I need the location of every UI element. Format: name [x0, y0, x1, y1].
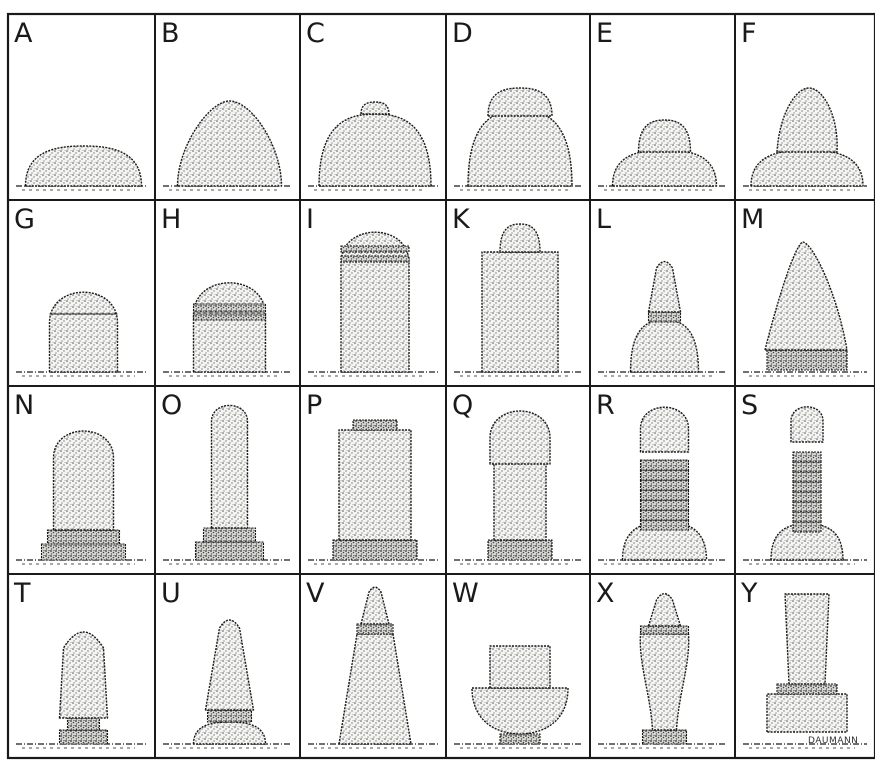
figure-y [743, 594, 867, 748]
figure-k [454, 224, 582, 376]
figure-n [16, 431, 147, 564]
figure-v [308, 587, 438, 748]
figure-m [743, 242, 867, 376]
figure-t [16, 632, 147, 748]
figure-i [308, 232, 438, 376]
figure-g [16, 292, 147, 376]
figure-a [16, 146, 147, 190]
figure-h [163, 283, 292, 376]
figure-d [454, 88, 582, 190]
figure-w [454, 646, 582, 748]
figure-q [454, 411, 582, 564]
figure-x [598, 594, 727, 748]
figure-f [743, 88, 867, 190]
figure-o [163, 405, 292, 564]
figure-s [743, 407, 867, 564]
figure-l [598, 262, 727, 376]
figure-b [163, 101, 292, 190]
figure-e [598, 120, 727, 190]
figure-p [308, 420, 438, 564]
figure-r [598, 407, 727, 564]
artist-signature: DAUMANN [808, 736, 858, 746]
figure-u [163, 620, 292, 748]
figure-c [308, 102, 438, 190]
